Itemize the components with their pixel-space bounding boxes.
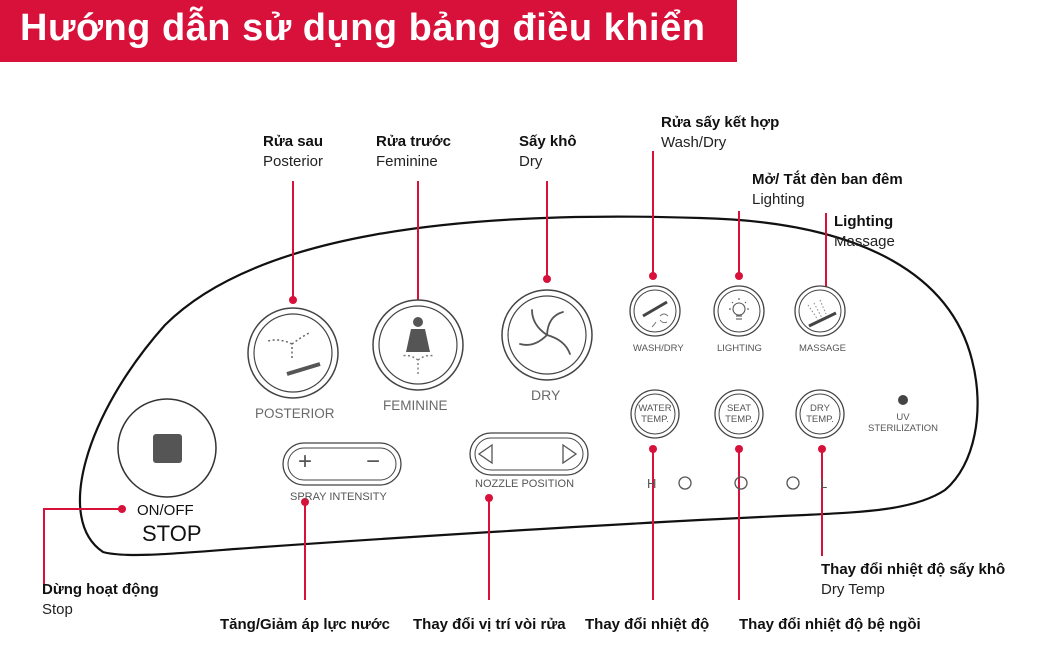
posterior-spray-icon [267, 332, 321, 376]
nozzle-position-control[interactable] [469, 432, 589, 476]
seat-temp-line2: TEMP. [725, 414, 753, 425]
callout-dry-en: Dry [519, 153, 543, 170]
uv-sterilization-label: UV STERILIZATION [858, 412, 948, 434]
wash-dry-panel-label: WASH/DRY [633, 343, 684, 354]
seat-temp-label: SEAT TEMP. [715, 403, 763, 425]
light-bulb-icon [729, 298, 749, 320]
wash-dry-icon [642, 300, 668, 318]
callout-feminine-en: Feminine [376, 153, 438, 170]
bottom-label-spray: Tăng/Giảm áp lực nước [220, 616, 390, 633]
seat-temp-line1: SEAT [726, 403, 752, 414]
bottom-label-water-temp: Thay đổi nhiệt độ [585, 616, 710, 633]
fan-icon [519, 309, 571, 355]
spray-plus-button[interactable]: + [298, 448, 313, 475]
lighting-panel-label: LIGHTING [717, 343, 762, 354]
feminine-button[interactable] [372, 299, 464, 391]
water-temp-label: WATER TEMP. [631, 403, 679, 425]
nozzle-right-arrow-icon [562, 443, 578, 465]
nozzle-left-arrow-icon [477, 443, 493, 465]
water-temp-button[interactable] [630, 389, 680, 439]
massage-panel-label: MASSAGE [799, 343, 846, 354]
nozzle-position-label: NOZZLE POSITION [475, 478, 575, 490]
callout-dry: Sấy khô Dry [519, 132, 577, 172]
stop-square-icon [153, 434, 182, 463]
callout-wash-dry-en: Wash/Dry [661, 134, 727, 151]
dry-temp-line1: DRY [810, 403, 830, 414]
callout-dry-vi: Sấy khô [519, 133, 577, 150]
callout-lighting: Mở/ Tắt đèn ban đêm Lighting [752, 170, 903, 210]
callout-stop-en: Stop [42, 601, 73, 618]
callout-feminine: Rửa trước Feminine [376, 132, 451, 172]
dry-panel-label: DRY [531, 387, 561, 403]
callout-wash-dry-vi: Rửa sấy kết hợp [661, 114, 780, 131]
stop-line [43, 508, 122, 588]
seat-temp-button[interactable] [714, 389, 764, 439]
callout-stop-vi: Dừng hoạt động [42, 581, 159, 598]
level-low-label: L [820, 476, 828, 491]
water-temp-line2: TEMP. [641, 414, 669, 425]
posterior-panel-label: POSTERIOR [255, 406, 335, 421]
stop-label: STOP [142, 521, 202, 546]
uv-indicator-dot [898, 395, 908, 405]
water-temp-line1: WATER [638, 403, 672, 414]
callout-feminine-vi: Rửa trước [376, 133, 451, 150]
callout-lighting-vi: Mở/ Tắt đèn ban đêm [752, 171, 903, 188]
on-off-button[interactable] [117, 398, 217, 498]
feminine-panel-label: FEMININE [383, 398, 448, 413]
posterior-button[interactable] [247, 307, 339, 399]
callout-massage-en: Massage [834, 233, 895, 250]
level-high-label: H [647, 476, 657, 491]
panel-outline [78, 215, 979, 557]
spray-intensity-control[interactable] [282, 442, 402, 486]
level-indicators [678, 476, 800, 490]
callout-posterior-en: Posterior [263, 153, 324, 170]
feminine-figure-icon [406, 317, 430, 352]
spray-minus-button[interactable]: − [366, 448, 381, 475]
callout-lines [43, 151, 827, 600]
bottom-label-nozzle: Thay đổi vị trí vòi rửa [413, 616, 566, 633]
wash-dry-button[interactable] [629, 285, 681, 337]
callout-posterior: Rửa sau Posterior [263, 132, 323, 172]
uv-line1: UV [896, 412, 910, 423]
callout-dry-temp: Thay đổi nhiệt độ sấy khô Dry Temp [821, 560, 1005, 600]
callout-lighting-en: Lighting [752, 191, 805, 208]
title-banner: Hướng dẫn sử dụng bảng điều khiển [0, 0, 737, 62]
bottom-label-seat-temp: Thay đổi nhiệt độ bệ ngồi [739, 616, 921, 633]
callout-dry-temp-vi: Thay đổi nhiệt độ sấy khô [821, 561, 1006, 578]
lighting-button[interactable] [713, 285, 765, 337]
callout-posterior-vi: Rửa sau [263, 133, 324, 150]
massage-icon [808, 311, 837, 328]
callout-massage: Lighting Massage [834, 212, 895, 252]
massage-button[interactable] [794, 285, 846, 337]
page-title: Hướng dẫn sử dụng bảng điều khiển [20, 7, 706, 49]
uv-line2: STERILIZATION [867, 423, 939, 434]
spray-intensity-label: SPRAY INTENSITY [290, 491, 387, 503]
on-off-label: ON/OFF [137, 502, 194, 519]
dry-temp-label: DRY TEMP. [796, 403, 844, 425]
dry-button[interactable] [501, 289, 593, 381]
dry-temp-line2: TEMP. [806, 414, 834, 425]
callout-massage-vi: Lighting [834, 213, 894, 230]
callout-wash-dry: Rửa sấy kết hợp Wash/Dry [661, 113, 779, 153]
callout-dry-temp-en: Dry Temp [821, 581, 885, 598]
dry-temp-button[interactable] [795, 389, 845, 439]
callout-stop: Dừng hoạt động Stop [42, 580, 159, 620]
